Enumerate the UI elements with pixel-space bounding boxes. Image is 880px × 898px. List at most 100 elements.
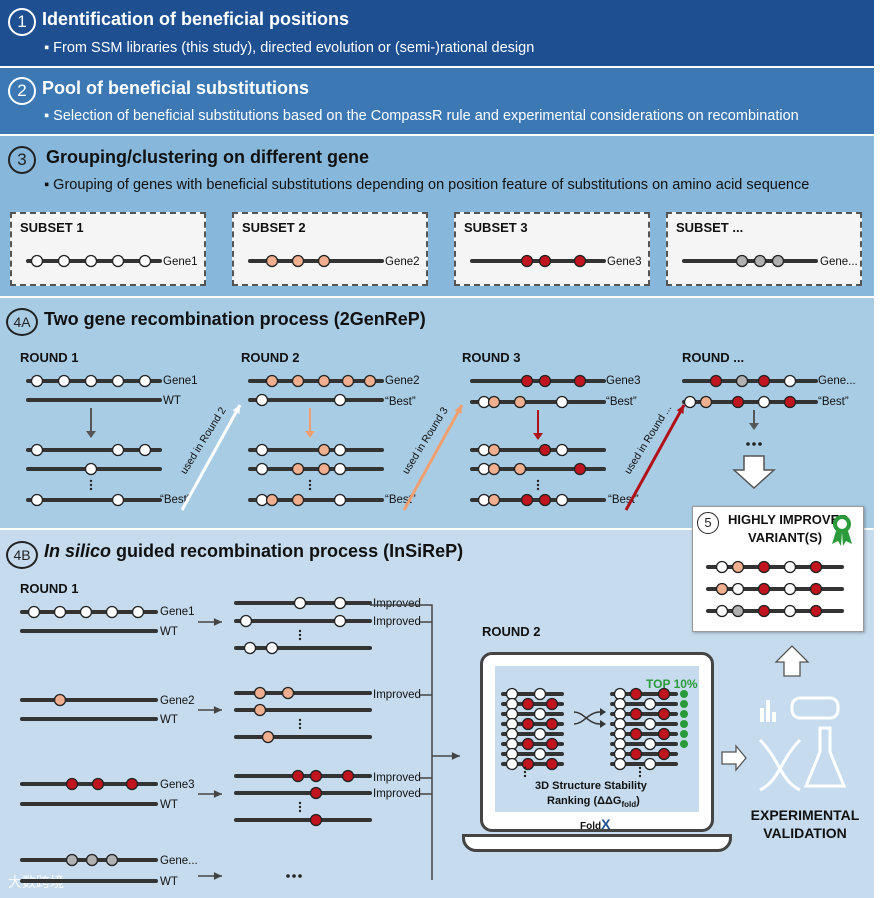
shuffle-icon-head-282	[600, 708, 606, 716]
improved-1: Improved	[373, 598, 421, 610]
mutation-dot-146	[105, 605, 119, 619]
insilico-wt-1: WT	[160, 626, 178, 638]
ellipsis-dot-275	[523, 766, 527, 770]
mutation-dot-180	[243, 641, 257, 655]
mutation-dot-267	[657, 747, 671, 761]
subset-3-title: SUBSET 3	[464, 220, 528, 235]
mutation-dot-113	[783, 395, 797, 409]
insilico-gene1: Gene1	[160, 606, 195, 618]
mutation-dot-86	[555, 443, 569, 457]
mutation-dot-230	[505, 707, 519, 721]
laptop-base	[462, 834, 732, 852]
step2-bullet-text: Selection of beneficial substitutions ba…	[53, 108, 799, 124]
ellipsis-dot-63	[308, 487, 312, 491]
foldx-logo: FoldX	[580, 816, 610, 832]
twogen-best-in-2: “Best”	[385, 396, 416, 408]
step3-title: Grouping/clustering on different gene	[46, 147, 370, 167]
ellipsis-dot-203	[286, 874, 290, 878]
ranking-sub: fold	[621, 800, 637, 810]
twogen-best-out-1: “Best”	[160, 494, 191, 506]
check-badge-220	[680, 690, 688, 698]
arrow-head-169	[213, 872, 222, 880]
mutation-dot-44	[317, 374, 331, 388]
mutation-dot-17	[771, 254, 785, 268]
twogen-wt: WT	[163, 395, 181, 407]
insilico-gene2: Gene2	[160, 695, 195, 707]
ranking-end: )	[636, 795, 640, 807]
step2-band	[0, 68, 874, 134]
mutation-dot-9	[317, 254, 331, 268]
ellipsis-dot-200	[298, 809, 302, 813]
mutation-dot-259	[643, 737, 657, 751]
mutation-dot-265	[613, 747, 627, 761]
mutation-dot-48	[255, 393, 269, 407]
mutation-dot-91	[573, 462, 587, 476]
big-arrow-down-119	[732, 455, 776, 490]
step4b-title-rest: guided recombination process (InSiReP)	[111, 541, 464, 561]
mutation-dot-123	[757, 560, 771, 574]
ellipsis-dot-187	[298, 718, 302, 722]
mutation-dot-226	[613, 697, 627, 711]
mutation-dot-67	[291, 493, 305, 507]
mutation-dot-127	[715, 582, 729, 596]
mutation-dot-215	[533, 687, 547, 701]
exp-line2: VALIDATION	[763, 825, 847, 841]
mutation-dot-195	[341, 769, 355, 783]
mutation-dot-231	[533, 707, 547, 721]
mutation-dot-193	[291, 769, 305, 783]
step4b-title: In silico guided recombination process (…	[44, 541, 463, 562]
ellipsis-dot-35	[89, 487, 93, 491]
step3-bullet: ▪ Grouping of genes with beneficial subs…	[44, 177, 810, 193]
mutation-dot-234	[629, 707, 643, 721]
step4a-band	[0, 298, 874, 528]
step4a-title: Two gene recombination process (2GenReP)	[44, 309, 426, 329]
mutation-dot-135	[757, 604, 771, 618]
twogen-gene3: Gene3	[606, 375, 641, 387]
mutation-dot-57	[255, 462, 269, 476]
mutation-dot-109	[683, 395, 697, 409]
ellipsis-dot-279	[638, 770, 642, 774]
ellipsis-dot-278	[638, 766, 642, 770]
mutation-dot-124	[783, 560, 797, 574]
twogen-round-2: ROUND 2	[241, 350, 300, 365]
ellipsis-dot-62	[308, 483, 312, 487]
rosette-ribbon-141	[842, 531, 852, 546]
mutation-dot-28	[30, 443, 44, 457]
ellipsis-dot-94	[536, 487, 540, 491]
ranking-line2: Ranking (ΔΔGfold)	[547, 795, 640, 809]
twogen-gene2: Gene2	[385, 375, 420, 387]
mutation-dot-38	[111, 493, 125, 507]
mutation-dot-238	[505, 717, 519, 731]
mutation-dot-136	[783, 604, 797, 618]
mutation-dot-175	[333, 614, 347, 628]
exp-line1: EXPERIMENTAL	[750, 807, 860, 823]
twogen-best-in-4: “Best”	[818, 396, 849, 408]
mutation-dot-233	[613, 707, 627, 721]
arrow-head-40	[232, 405, 240, 414]
mutation-dot-30	[138, 443, 152, 457]
mutation-dot-262	[505, 747, 519, 761]
subset-1: SUBSET 1	[10, 212, 206, 286]
mutation-dot-153	[65, 777, 79, 791]
foldx-x: X	[601, 816, 611, 832]
ellipsis-dot-189	[298, 726, 302, 730]
arrow-shaft-101	[624, 404, 686, 511]
top-10-label: TOP 10%	[646, 677, 698, 691]
ellipsis-dot-92	[536, 479, 540, 483]
arrow-head-70	[454, 405, 462, 414]
mutation-dot-100	[555, 493, 569, 507]
mutation-dot-107	[783, 374, 797, 388]
mutation-dot-5	[138, 254, 152, 268]
mutation-dot-172	[333, 596, 347, 610]
mutation-dot-85	[538, 443, 552, 457]
mutation-dot-58	[291, 462, 305, 476]
subset-1-title: SUBSET 1	[20, 220, 84, 235]
mutation-dot-240	[545, 717, 559, 731]
subset-3-gene: Gene3	[607, 256, 642, 268]
mutation-dot-2	[57, 254, 71, 268]
dna-icon-290	[758, 738, 802, 792]
mutation-dot-160	[105, 853, 119, 867]
ellipsis-dot-205	[298, 874, 302, 878]
mutation-dot-20	[57, 374, 71, 388]
mutation-dot-144	[53, 605, 67, 619]
